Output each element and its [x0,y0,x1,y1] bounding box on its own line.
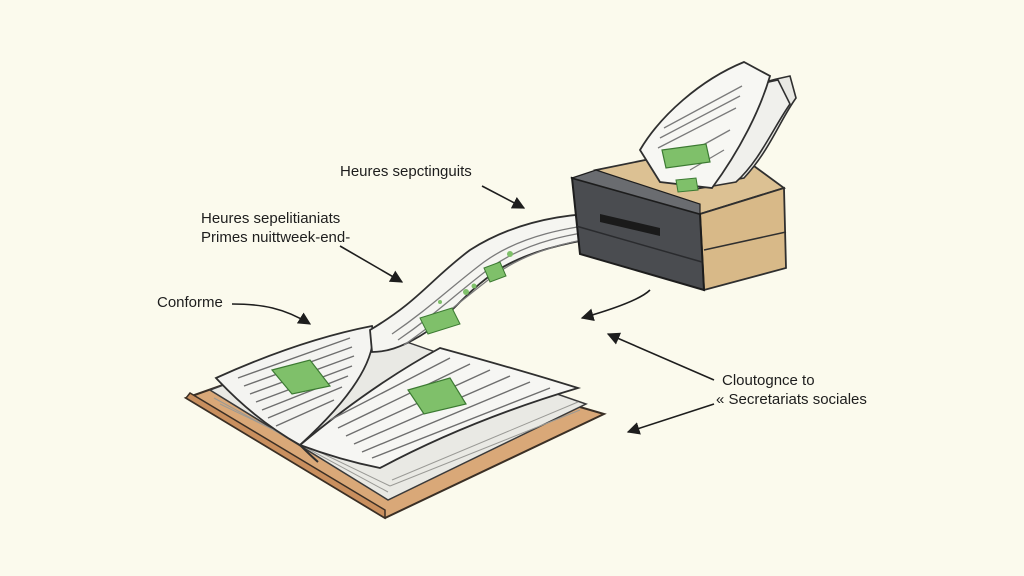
output-highlight [675,177,699,193]
label-middle-line1: Heures sepelitianiats [201,210,341,227]
label-top: Heures sepctinguits [340,163,472,180]
output-highlight [661,143,711,169]
label-middle-line2: Primes nuittweek-end- [201,229,351,246]
output-pages [638,61,797,193]
arrow-left [231,303,312,325]
label-right-line1: Cloutognce to [722,372,815,389]
arrow-middle [339,245,404,283]
label-right-line2: « Secretariats sociales [716,391,867,408]
strip-highlight [419,307,461,335]
book-highlight [407,377,467,415]
box-slot [600,214,660,236]
arrows [231,185,715,435]
book [183,324,607,520]
book-highlight [270,359,332,395]
strip-highlight [483,261,507,283]
arrow-box [580,289,651,321]
arrow-right-down [626,403,715,435]
label-left: Conforme [157,294,223,311]
arrow-top [481,185,526,209]
arrow-right-up [606,332,715,381]
